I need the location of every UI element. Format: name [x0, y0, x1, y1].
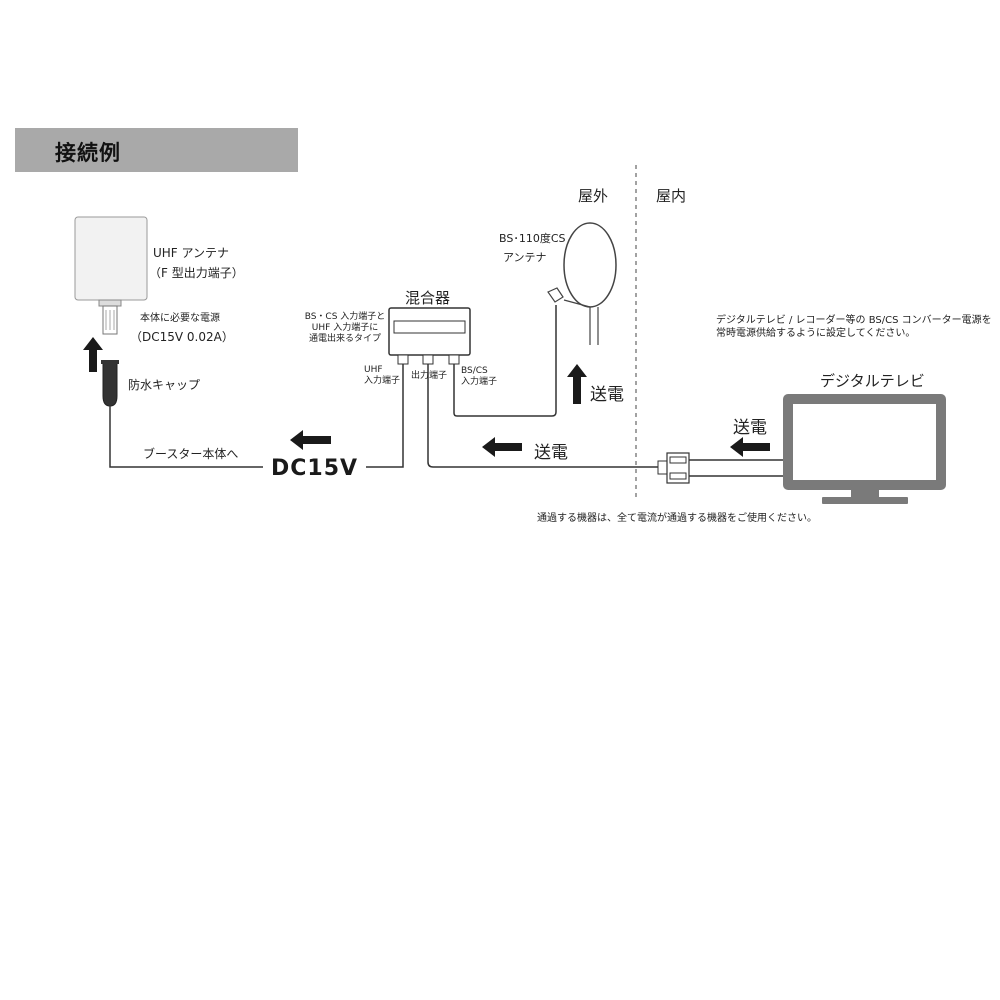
uhf-connector-label: （F 型出力端子）: [149, 266, 244, 280]
port-uhf-line: 入力端子: [364, 376, 401, 386]
cable-bscs-antenna: [453, 305, 557, 417]
mixer-note-line: BS・CS 入力端子と: [304, 312, 386, 322]
mixer-label: 混合器: [405, 289, 451, 307]
port-bscs-label: BS/CS 入力端子: [461, 366, 497, 388]
port-output-label: 出力端子: [411, 371, 448, 381]
mixer-note-line: UHF 入力端子に: [311, 323, 379, 333]
to-booster-label: ブースター本体へ: [143, 447, 239, 461]
cable-to-booster: [109, 405, 263, 468]
cable-mixer-uhf: [366, 364, 404, 468]
section-header: [15, 128, 298, 172]
splitter: [657, 452, 790, 484]
dc-voltage-label: DC15V: [271, 456, 359, 481]
tv-note-line: デジタルテレビ / レコーダー等の BS/CS コンバーター電源を: [716, 315, 992, 326]
power-requirement-value: （DC15V 0.02A）: [130, 330, 234, 344]
mixer-note: BS・CS 入力端子と UHF 入力端子に 通電出来るタイプ: [300, 312, 390, 345]
tv-icon: [783, 394, 946, 504]
port-bscs-line: BS/CS: [461, 366, 488, 376]
mixer-note-line: 通電出来るタイプ: [308, 334, 381, 344]
arrow-up-icon: [83, 337, 103, 372]
port-uhf-line: UHF: [364, 365, 383, 375]
zone-indoor-label: 屋内: [656, 187, 687, 205]
power-feed-label-dish: 送電: [590, 385, 624, 405]
uhf-antenna: [74, 216, 148, 335]
tv-note: デジタルテレビ / レコーダー等の BS/CS コンバーター電源を 常時電源供給…: [716, 314, 992, 340]
port-uhf-label: UHF 入力端子: [364, 365, 400, 387]
arrow-up-icon: [567, 364, 587, 404]
bs-dish-antenna: [547, 222, 617, 345]
zone-outdoor-label: 屋外: [578, 187, 609, 205]
power-requirement-label: 本体に必要な電源: [140, 313, 220, 324]
arrow-left-icon: [482, 437, 522, 457]
waterproof-cap: [101, 360, 119, 407]
footer-note: 通過する機器は、全て電流が通過する機器をご使用ください。: [537, 513, 817, 524]
section-title: 接続例: [55, 141, 121, 165]
waterproof-cap-label: 防水キャップ: [128, 378, 201, 392]
port-bscs-line: 入力端子: [461, 377, 498, 387]
power-feed-label-tv: 送電: [733, 418, 767, 438]
bs-antenna-label: BS･110度CS: [499, 232, 566, 245]
uhf-antenna-label: UHF アンテナ: [153, 246, 230, 260]
cable-mixer-output: [427, 364, 660, 468]
tv-note-line: 常時電源供給するように設定してください。: [716, 328, 916, 339]
tv-label: デジタルテレビ: [820, 372, 925, 390]
power-feed-label-cable: 送電: [534, 443, 568, 463]
arrow-left-icon: [730, 437, 770, 457]
mixer-box: [388, 307, 471, 365]
bs-antenna-sublabel: アンテナ: [503, 251, 547, 264]
arrow-left-icon: [290, 430, 331, 450]
